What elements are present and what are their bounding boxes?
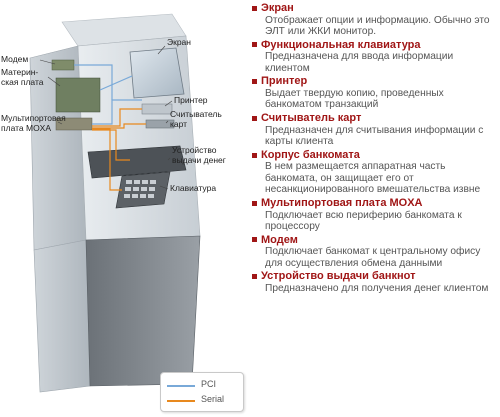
desc-item: Считыватель карт Предназначен для считыв…	[252, 112, 498, 148]
atm-illustration	[29, 13, 201, 393]
callout-dispenser: Устройство выдачи денег	[172, 145, 226, 165]
atm-modem-board	[51, 59, 75, 71]
connection-legend: PCI Serial	[160, 372, 244, 412]
desc-title: Считыватель карт	[252, 112, 498, 125]
bullet-icon	[252, 237, 257, 243]
desc-title: Функциональная клавиатура	[252, 39, 498, 52]
atm-motherboard	[55, 77, 101, 113]
desc-text: Выдает твердую копию, проведенных банком…	[265, 87, 444, 111]
desc-title: Экран	[252, 2, 498, 15]
desc-text: В нем размещается аппаратная часть банко…	[265, 161, 481, 196]
legend-serial-label: Serial	[201, 394, 225, 404]
desc-text: Подключает банкомат к центральному офису…	[265, 246, 481, 269]
callout-motherboard: Материн-ская плата	[1, 67, 44, 87]
atm-printer	[141, 103, 173, 115]
pci-lines	[74, 64, 142, 125]
callout-card-reader: Считыватель карт	[170, 109, 222, 129]
callout-multiport: Мультипортовая плата MOXA	[1, 113, 66, 133]
desc-title: Модем	[252, 234, 498, 247]
callout-leaders	[39, 45, 173, 190]
legend-pci-label: PCI	[201, 379, 217, 389]
desc-text: Предназначена для ввода информации клиен…	[265, 51, 454, 74]
desc-item: Устройство выдачи банкнот Предназначено …	[252, 270, 498, 294]
legend-pci: PCI	[167, 379, 239, 391]
desc-title: Принтер	[252, 75, 498, 88]
desc-title: Устройство выдачи банкнот	[252, 270, 498, 283]
bullet-icon	[252, 200, 257, 206]
atm-pedestal-front	[85, 235, 201, 387]
bullet-icon	[252, 5, 257, 11]
desc-title: Корпус банкомата	[252, 149, 498, 162]
legend-serial-line	[167, 400, 195, 402]
component-descriptions: Экран Отображает опции и информацию. Обы…	[252, 2, 498, 296]
atm-screen	[129, 47, 185, 99]
desc-item: Принтер Выдает твердую копию, проведенны…	[252, 75, 498, 111]
bullet-icon	[252, 274, 257, 280]
desc-text: Отображает опции и информацию. Обычно эт…	[265, 14, 490, 38]
callout-printer: Принтер	[174, 95, 208, 105]
atm-keypad-keys	[124, 180, 156, 198]
legend-serial: Serial	[167, 394, 239, 406]
desc-item: Экран Отображает опции и информацию. Обы…	[252, 2, 498, 38]
desc-item: Модем Подключает банкомат к центральному…	[252, 234, 498, 270]
desc-item: Корпус банкомата В нем размещается аппар…	[252, 149, 498, 196]
desc-text: Предназначено для получения денег клиент…	[265, 282, 489, 294]
serial-lines	[92, 108, 146, 191]
bullet-icon	[252, 79, 257, 85]
callout-screen: Экран	[167, 37, 191, 47]
desc-text: Подключает всю периферию банкомата к про…	[265, 209, 462, 233]
legend-pci-line	[167, 385, 195, 387]
bullet-icon	[252, 152, 257, 158]
atm-pedestal-side	[33, 239, 91, 393]
callout-modem: Модем	[1, 54, 29, 64]
desc-item: Мультипортовая плата MOXA Подключает всю…	[252, 197, 498, 233]
callout-keyboard: Клавиатура	[170, 183, 217, 193]
desc-text: Предназначен для считывания информации с…	[265, 124, 484, 148]
bullet-icon	[252, 42, 257, 48]
desc-item: Функциональная клавиатура Предназначена …	[252, 39, 498, 75]
desc-title: Мультипортовая плата MOXA	[252, 197, 498, 210]
bullet-icon	[252, 115, 257, 121]
atm-dispenser	[87, 145, 187, 179]
